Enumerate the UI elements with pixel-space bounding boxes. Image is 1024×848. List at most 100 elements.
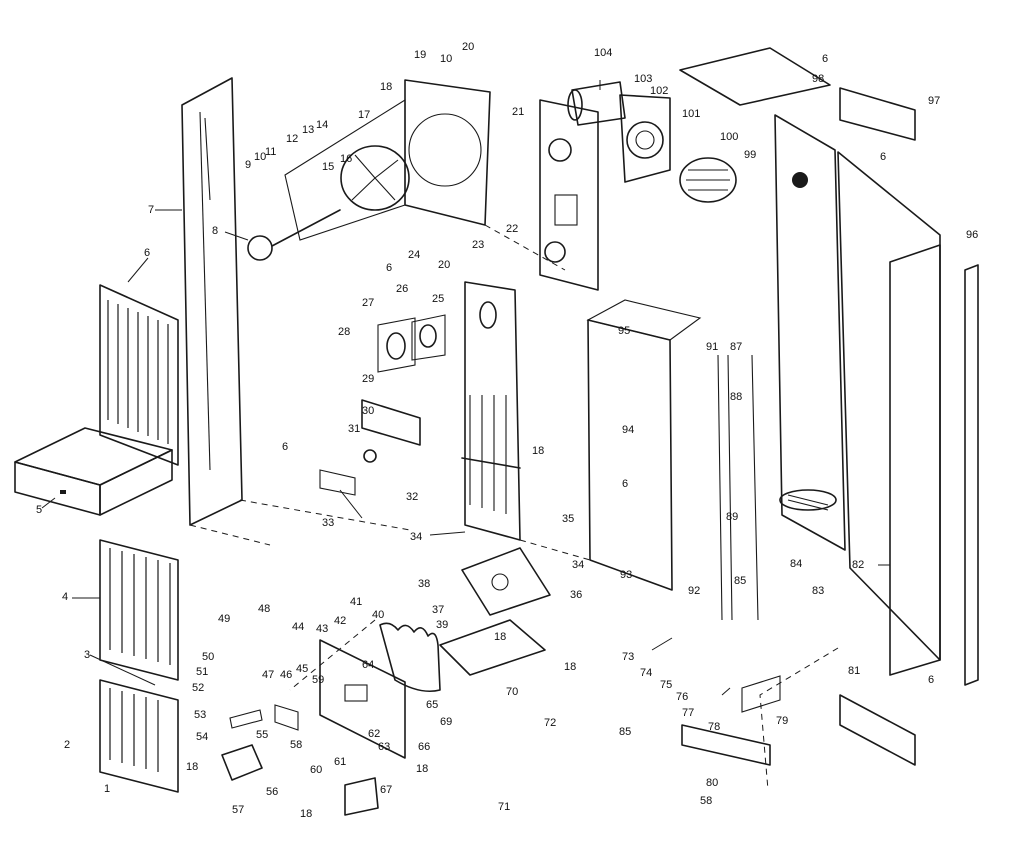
callout-27: 27: [362, 297, 374, 309]
callout-6g: 6: [386, 262, 392, 274]
callout-24: 24: [408, 249, 420, 261]
callout-70: 70: [506, 686, 518, 698]
callout-37: 37: [432, 604, 444, 616]
callout-36: 36: [570, 589, 582, 601]
callout-34b: 34: [572, 559, 584, 571]
callout-47: 47: [262, 669, 274, 681]
vent-cap: [679, 157, 737, 203]
callout-4: 4: [62, 591, 68, 603]
callout-6e: 6: [282, 441, 288, 453]
callout-102: 102: [650, 85, 668, 97]
callout-82: 82: [852, 559, 864, 571]
callout-31: 31: [348, 423, 360, 435]
burner-pan: [461, 547, 551, 616]
callout-18e: 18: [532, 445, 544, 457]
callout-2: 2: [64, 739, 70, 751]
callout-39: 39: [436, 619, 448, 631]
callout-60: 60: [310, 764, 322, 776]
callout-1: 1: [104, 783, 110, 795]
callout-6f: 6: [622, 478, 628, 490]
callout-84: 84: [790, 558, 802, 570]
callout-85b: 85: [619, 726, 631, 738]
vertical-trim: [964, 264, 979, 686]
kick-plate: [839, 694, 916, 766]
callout-29: 29: [362, 373, 374, 385]
gas-valve: [221, 704, 299, 781]
callout-18c: 18: [416, 763, 428, 775]
heat-exchanger: [461, 281, 521, 541]
callout-64: 64: [362, 659, 374, 671]
callout-13: 13: [302, 124, 314, 136]
leader-lines: [41, 80, 890, 696]
callout-79: 79: [776, 715, 788, 727]
callout-32: 32: [406, 491, 418, 503]
callout-42: 42: [334, 615, 346, 627]
callout-33: 33: [322, 517, 334, 529]
callout-65: 65: [426, 699, 438, 711]
top-panel: [679, 47, 831, 106]
callout-7: 7: [148, 204, 154, 216]
bottom-grille: [99, 679, 179, 793]
callout-18f: 18: [494, 631, 506, 643]
callout-19: 19: [414, 49, 426, 61]
callout-71: 71: [498, 801, 510, 813]
callout-55: 55: [256, 729, 268, 741]
callout-49: 49: [218, 613, 230, 625]
callout-99: 99: [744, 149, 756, 161]
callout-38: 38: [418, 578, 430, 590]
inner-cabinet: [586, 299, 702, 591]
callout-96: 96: [966, 229, 978, 241]
callout-28: 28: [338, 326, 350, 338]
callout-74: 74: [640, 667, 652, 679]
callout-35: 35: [562, 513, 574, 525]
routing-lines: [189, 224, 839, 791]
callout-6d: 6: [928, 674, 934, 686]
right-side-panel: [837, 151, 941, 676]
callout-9: 9: [245, 159, 251, 171]
upper-grille: [99, 284, 179, 466]
callout-10b: 10: [440, 53, 452, 65]
callout-23: 23: [472, 239, 484, 251]
callout-11: 11: [265, 146, 276, 158]
callout-72: 72: [544, 717, 556, 729]
gaskets: [377, 314, 446, 373]
control-plate: [319, 639, 406, 759]
control-drawer: [14, 427, 173, 516]
burner-tray: [439, 619, 546, 676]
callout-67: 67: [380, 784, 392, 796]
callout-labels: 1 2 3 4 5 6 7 8 9 10 11 12 13 14 15 16 1…: [36, 41, 978, 820]
mount-bracket: [319, 469, 356, 496]
callout-95: 95: [618, 325, 630, 337]
callout-59: 59: [312, 674, 324, 686]
callout-78: 78: [708, 721, 720, 733]
callout-76: 76: [676, 691, 688, 703]
callout-94: 94: [622, 424, 634, 436]
callout-100: 100: [720, 131, 738, 143]
burner-plate: [539, 99, 599, 291]
callout-46: 46: [280, 669, 292, 681]
callout-25: 25: [432, 293, 444, 305]
callout-20: 20: [462, 41, 474, 53]
callout-56: 56: [266, 786, 278, 798]
bracket: [361, 399, 421, 463]
callout-63: 63: [378, 741, 390, 753]
callout-50: 50: [202, 651, 214, 663]
callout-61: 61: [334, 756, 346, 768]
callout-81: 81: [848, 665, 860, 677]
callout-62: 62: [368, 728, 380, 740]
callout-18b: 18: [186, 761, 198, 773]
blower-housing: [247, 79, 491, 261]
junction-block: [344, 777, 379, 816]
callout-43: 43: [316, 623, 328, 635]
callout-53: 53: [194, 709, 206, 721]
callout-16: 16: [340, 153, 352, 165]
callout-26: 26: [396, 283, 408, 295]
callout-15: 15: [322, 161, 334, 173]
callout-80: 80: [706, 777, 718, 789]
callout-73: 73: [622, 651, 634, 663]
callout-66: 66: [418, 741, 430, 753]
callout-18g: 18: [564, 661, 576, 673]
callout-20b: 20: [438, 259, 450, 271]
callout-98: 98: [812, 73, 824, 85]
